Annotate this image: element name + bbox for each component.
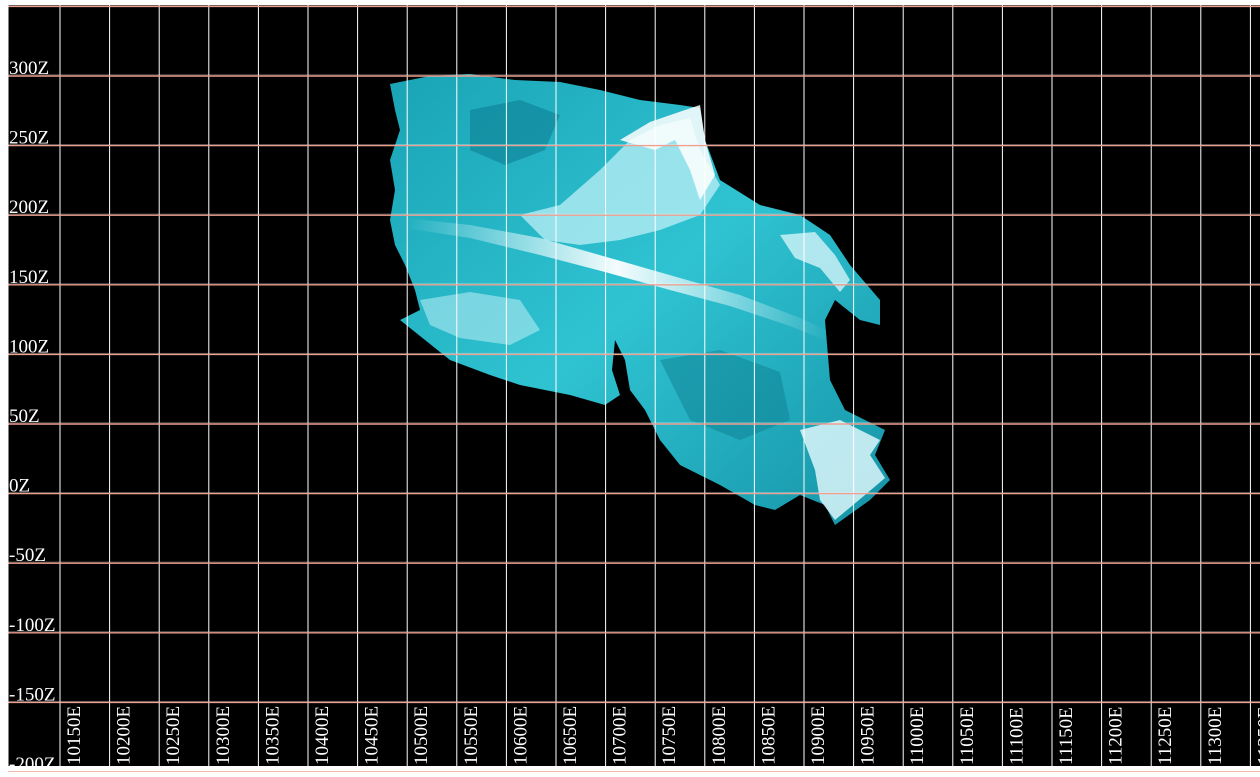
easting-label: 10450E: [362, 706, 383, 765]
easting-label: 10500E: [411, 706, 432, 765]
easting-label: 10250E: [163, 706, 184, 765]
elevation-label: -50Z: [9, 545, 46, 566]
orebody-ridge-highlight: [620, 105, 715, 200]
orebody-solid: [390, 74, 890, 525]
elevation-label: 150Z: [9, 267, 49, 288]
elevation-label: 100Z: [9, 336, 49, 357]
easting-label: 11100E: [1006, 707, 1027, 765]
elevation-label: -100Z: [9, 615, 55, 636]
easting-label: 10850E: [758, 706, 779, 765]
easting-label: 10950E: [858, 706, 879, 765]
orebody-left-highlight: [420, 292, 540, 345]
elevation-label: 0Z: [9, 476, 30, 497]
elevation-label: 250Z: [9, 128, 49, 149]
elevation-label: 300Z: [9, 58, 49, 79]
easting-label: 10600E: [510, 706, 531, 765]
elevation-label: 200Z: [9, 197, 49, 218]
easting-label: 11250E: [1155, 707, 1176, 765]
easting-label: 10400E: [312, 706, 333, 765]
easting-label: 10350E: [262, 706, 283, 765]
easting-label: 11350E: [1254, 707, 1260, 765]
easting-label: 10800E: [709, 706, 730, 765]
easting-label: 11300E: [1205, 707, 1226, 765]
easting-gridlines: [59, 5, 1251, 766]
orebody-right-highlight: [780, 232, 850, 292]
easting-label: 10900E: [808, 706, 829, 765]
easting-label: 11050E: [957, 707, 978, 765]
orebody-upper-highlight: [520, 118, 720, 245]
easting-label: 10150E: [64, 706, 85, 765]
elevation-label: -200Z: [9, 754, 55, 772]
elevation-label-top-partial: 350Z: [9, 0, 49, 9]
easting-label: 11150E: [1056, 707, 1077, 765]
easting-label: 11200E: [1106, 707, 1127, 765]
easting-label: 11000E: [907, 707, 928, 765]
orebody-shadow-facet: [470, 100, 560, 165]
elevation-label: 50Z: [9, 406, 40, 427]
easting-label: 10300E: [213, 706, 234, 765]
orebody-shadow-facet-2: [660, 350, 790, 440]
orebody-lower-highlight: [800, 420, 885, 520]
easting-labels: 10150E 10200E 10250E 10300E 10350E 10400E 1045…: [64, 706, 1260, 765]
elevation-labels: 350Z 300Z 250Z 200Z 150Z 100Z 50Z 0Z -50Z -100Z -1…: [9, 0, 55, 775]
elevation-label: -150Z: [9, 684, 55, 705]
easting-label: 10650E: [560, 706, 581, 765]
orebody-fault-shine: [405, 218, 830, 340]
easting-label: 10700E: [610, 706, 631, 765]
easting-label: 10550E: [461, 706, 482, 765]
easting-label: 10200E: [114, 706, 135, 765]
easting-label: 10750E: [659, 706, 680, 765]
